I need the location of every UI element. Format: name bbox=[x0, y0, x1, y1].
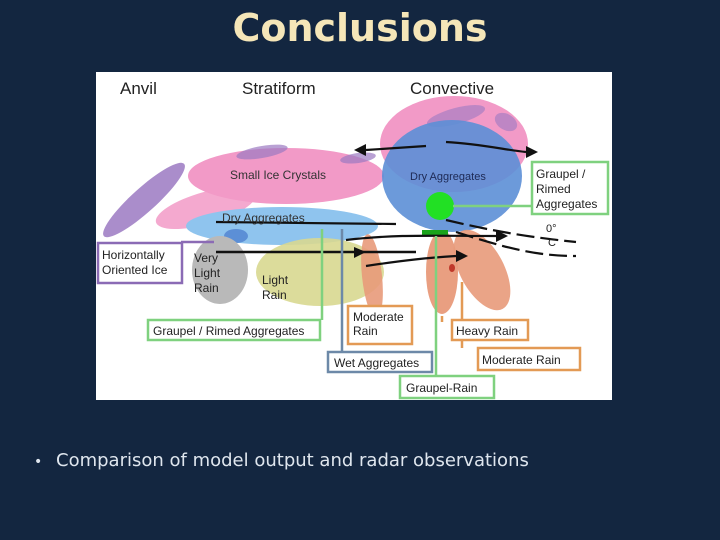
box-graupel-rimed-bottom: Graupel / Rimed Aggregates bbox=[146, 318, 322, 342]
svg-text:Heavy Rain: Heavy Rain bbox=[456, 324, 518, 338]
header-convective: Convective bbox=[410, 79, 494, 98]
hydrometeor-diagram: Anvil Stratiform Convective bbox=[96, 72, 612, 400]
ice-streak-4 bbox=[494, 112, 518, 132]
diagram-canvas: Anvil Stratiform Convective bbox=[96, 79, 610, 400]
bullet-item: • Comparison of model output and radar ob… bbox=[34, 450, 529, 471]
anvil-ice-region bbox=[103, 162, 185, 238]
header-anvil: Anvil bbox=[120, 79, 157, 98]
convective-dry-aggregates-region bbox=[382, 120, 522, 232]
box-wet-aggregates: Wet Aggregates bbox=[326, 350, 434, 374]
ice-streak-2 bbox=[340, 152, 376, 164]
anvil-pink-region bbox=[155, 186, 257, 230]
box-moderate-rain-right: Moderate Rain bbox=[476, 346, 582, 372]
bullet-text: Comparison of model output and radar obs… bbox=[56, 450, 529, 471]
flow-arrowheads bbox=[354, 144, 538, 262]
moderate-rain-conv-region bbox=[453, 229, 511, 311]
label-dry-agg-conv: Dry Aggregates bbox=[410, 171, 486, 183]
svg-text:Wet Aggregates: Wet Aggregates bbox=[334, 356, 419, 370]
light-rain-region bbox=[256, 238, 384, 306]
box-heavy-rain: Heavy Rain bbox=[450, 318, 530, 342]
svg-text:Graupel / Rimed Aggregates: Graupel / Rimed Aggregates bbox=[153, 324, 304, 338]
label-light-rain: Light Rain bbox=[262, 273, 291, 302]
label-freezing-level: 0° C bbox=[546, 223, 560, 249]
header-stratiform: Stratiform bbox=[242, 79, 316, 98]
bullet-dot-icon: • bbox=[34, 454, 43, 470]
heavy-rain-core bbox=[449, 264, 455, 272]
ice-streak-1 bbox=[236, 144, 288, 160]
label-dry-agg-strat: Dry Aggregates bbox=[222, 211, 305, 225]
box-graupel-rain: Graupel-Rain bbox=[398, 374, 496, 400]
slide-title: Conclusions bbox=[232, 6, 488, 50]
heavy-rain-region bbox=[426, 230, 458, 314]
graupel-melting bbox=[422, 230, 448, 236]
svg-text:Moderate Rain: Moderate Rain bbox=[482, 353, 561, 367]
label-small-ice: Small Ice Crystals bbox=[230, 168, 326, 182]
label-very-light-rain: Very Light Rain bbox=[194, 251, 223, 295]
moderate-rain-strat-region bbox=[361, 234, 383, 318]
graupel-region bbox=[426, 192, 454, 220]
flow-lines bbox=[215, 140, 577, 268]
svg-text:Graupel-Rain: Graupel-Rain bbox=[406, 381, 477, 395]
